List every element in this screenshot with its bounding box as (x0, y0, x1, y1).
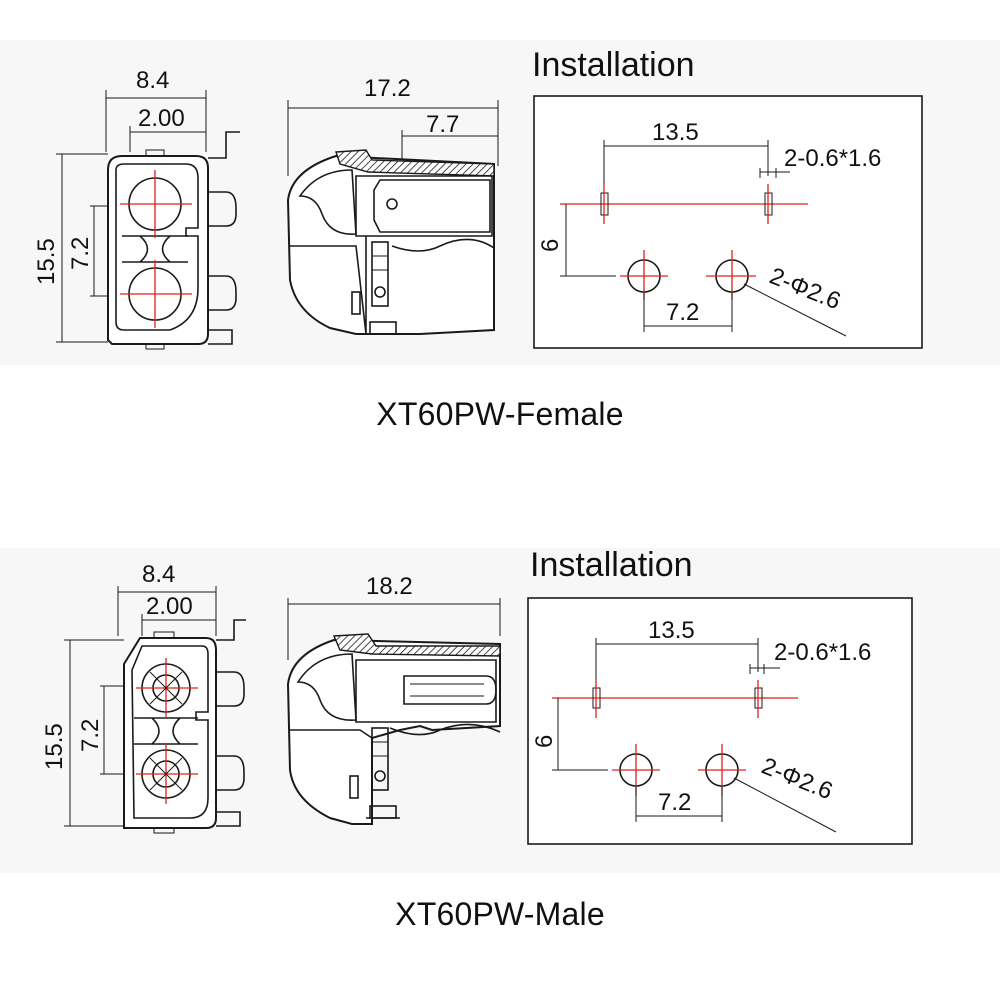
female-front-pitch-label: 2.00 (138, 105, 185, 132)
male-install-hole-spacing-label: 7.2 (658, 789, 691, 816)
female-front-pin-spacing-label: 7.2 (67, 237, 94, 270)
female-installation-title: Installation (532, 46, 695, 84)
male-caption: XT60PW-Male (395, 896, 605, 932)
male-install-slot-label: 2-0.6*1.6 (774, 639, 871, 666)
female-install-slot-label: 2-0.6*1.6 (784, 145, 881, 172)
female-caption: XT60PW-Female (376, 396, 624, 432)
female-side-view: 17.2 7.7 (286, 75, 499, 335)
female-side-insert-label: 7.7 (426, 111, 459, 138)
male-front-height-label: 15.5 (41, 723, 68, 770)
male-front-width-label: 8.4 (142, 561, 175, 588)
female-install-span-label: 13.5 (652, 119, 699, 146)
male-side-length-label: 18.2 (366, 573, 413, 600)
male-install-offset-label: 6 (531, 735, 558, 748)
male-installation-title: Installation (530, 546, 693, 584)
female-install-hole-spacing-label: 7.2 (666, 299, 699, 326)
female-front-view: 8.4 2.00 15.5 7.2 (33, 67, 240, 350)
male-installation-panel: Installation 13.5 2-0.6*1.6 6 7.2 2-Φ2.6 (527, 546, 913, 845)
male-install-span-label: 13.5 (648, 617, 695, 644)
female-side-length-label: 17.2 (364, 75, 411, 102)
male-front-view: 8.4 2.00 15.5 7.2 (41, 561, 246, 834)
female-front-height-label: 15.5 (33, 238, 60, 285)
male-side-view: 18.2 (286, 573, 501, 825)
female-installation-panel: Installation 13.5 2-0.6*1.6 6 7.2 (532, 46, 923, 349)
female-front-width-label: 8.4 (136, 67, 169, 94)
male-front-pitch-label: 2.00 (146, 593, 193, 620)
male-front-pin-spacing-label: 7.2 (77, 719, 104, 752)
female-install-offset-label: 6 (537, 239, 564, 252)
